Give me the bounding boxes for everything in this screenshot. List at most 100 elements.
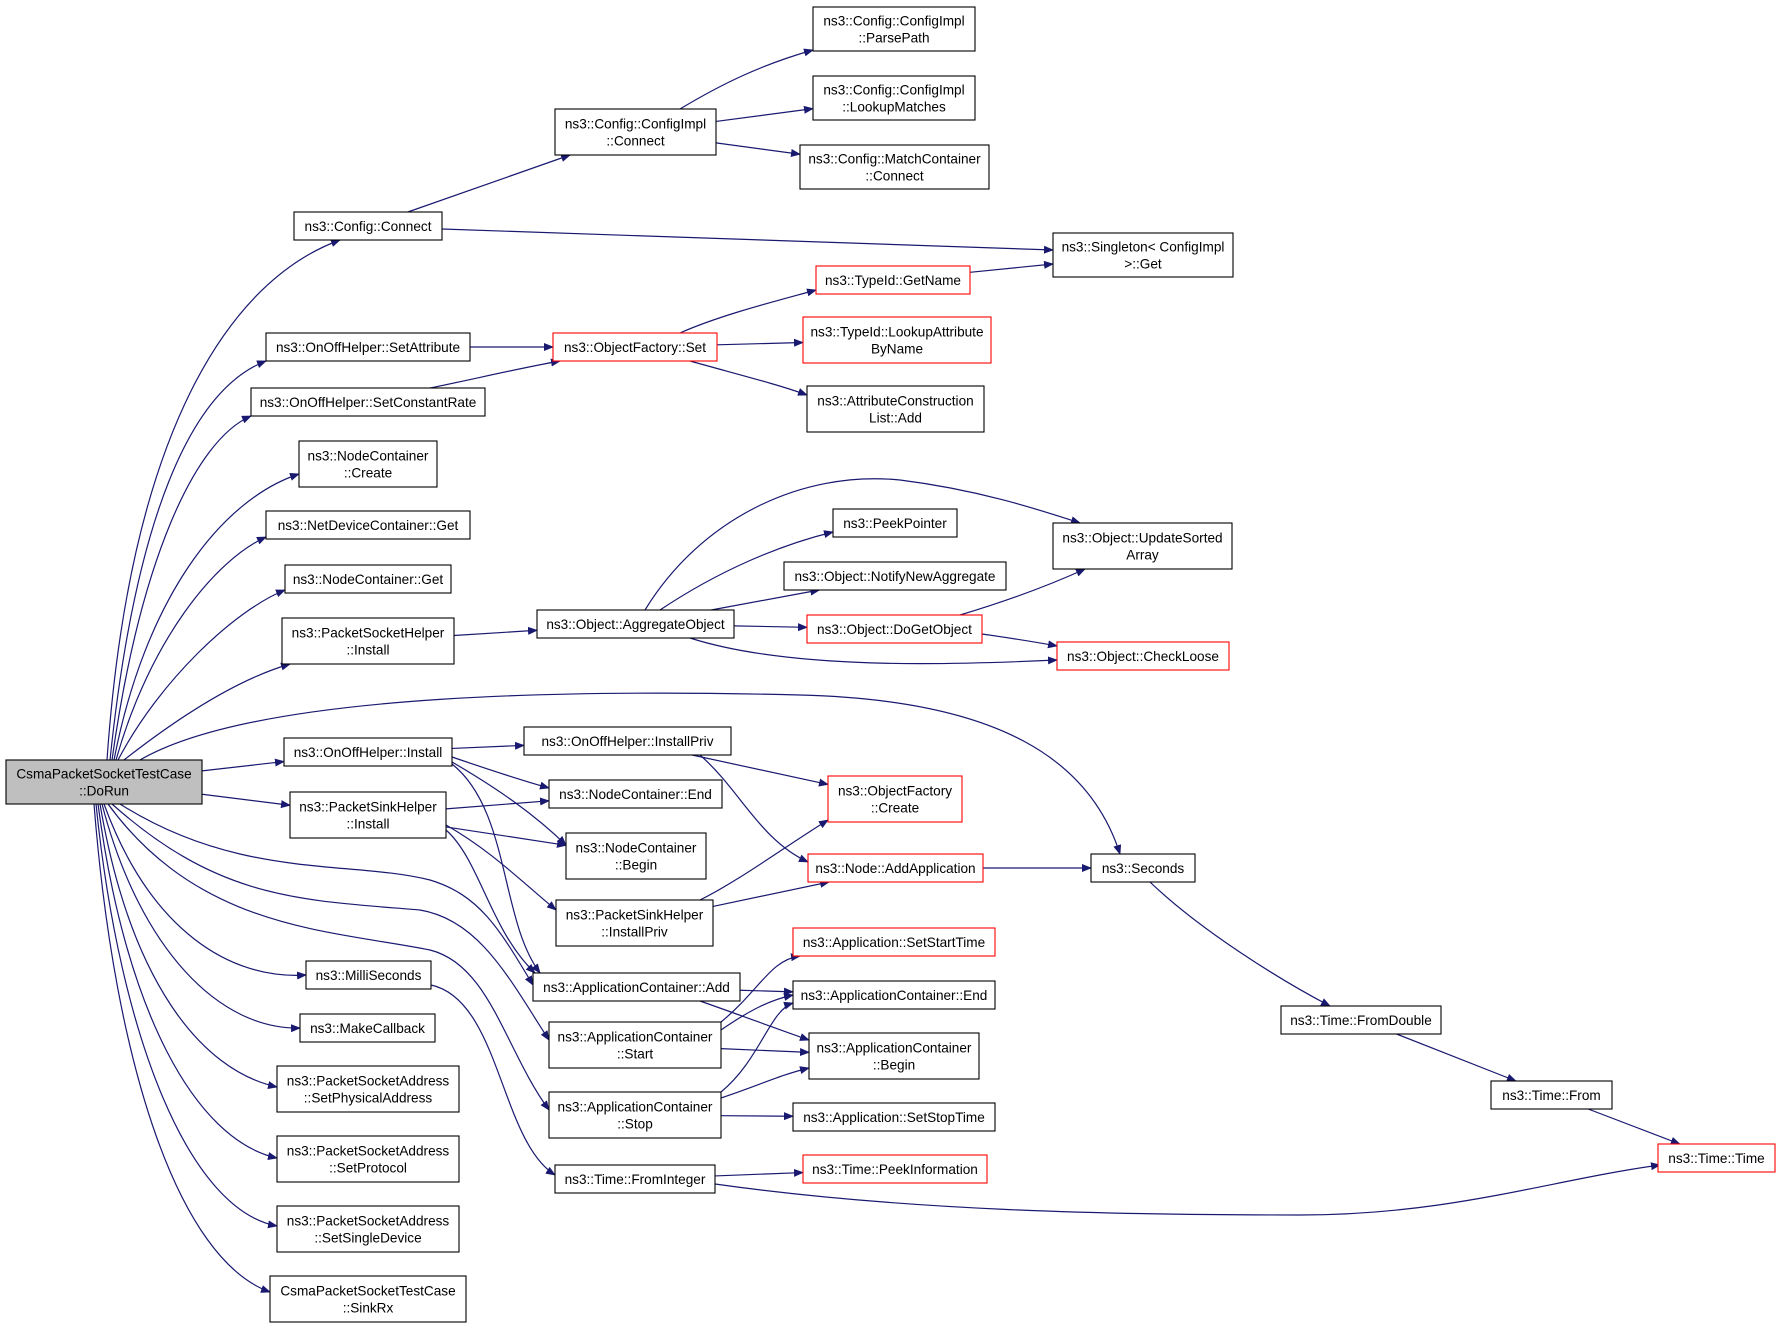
edge-root-to-makecallback	[101, 803, 301, 1033]
node-peekpointer[interactable]: ns3::PeekPointer	[832, 508, 958, 538]
node-label: ns3::PacketSinkHelper	[299, 800, 437, 815]
node-parsepath[interactable]: ns3::Config::ConfigImpl::ParsePath	[812, 6, 976, 52]
node-box	[812, 6, 976, 52]
node-root[interactable]: CsmaPacketSocketTestCase::DoRun	[5, 759, 203, 805]
node-box	[783, 561, 1007, 591]
node-label: ns3::PacketSocketAddress	[287, 1074, 450, 1089]
node-time-time[interactable]: ns3::Time::Time	[1657, 1143, 1776, 1173]
node-ndc-get[interactable]: ns3::NetDeviceContainer::Get	[265, 510, 471, 540]
node-label: ns3::NodeContainer::End	[559, 787, 712, 802]
node-lookupmatches[interactable]: ns3::Config::ConfigImpl::LookupMatches	[812, 75, 976, 121]
node-sink-install[interactable]: ns3::PacketSinkHelper::Install	[289, 791, 447, 839]
node-box	[554, 108, 717, 156]
node-label: ::SetSingleDevice	[314, 1231, 421, 1246]
node-setconstantrate[interactable]: ns3::OnOffHelper::SetConstantRate	[250, 387, 486, 417]
edge-ac_start-to-ac_begin	[720, 1048, 810, 1057]
node-typeid-getname[interactable]: ns3::TypeId::GetName	[815, 265, 971, 295]
node-psa-setsingle[interactable]: ns3::PacketSocketAddress::SetSingleDevic…	[276, 1205, 460, 1253]
node-label: ::SetPhysicalAddress	[304, 1091, 433, 1106]
node-nc-begin[interactable]: ns3::NodeContainer::Begin	[565, 832, 707, 880]
node-checkloose[interactable]: ns3::Object::CheckLoose	[1056, 641, 1230, 671]
node-box	[305, 960, 432, 990]
node-cfgimpl-connect[interactable]: ns3::Config::ConfigImpl::Connect	[554, 108, 717, 156]
node-box	[548, 1021, 722, 1069]
node-box	[827, 775, 963, 823]
node-label: ns3::Time::FromInteger	[565, 1172, 706, 1187]
edge-sink_install-to-nc_begin	[445, 826, 567, 848]
node-time-from[interactable]: ns3::Time::From	[1490, 1080, 1613, 1110]
node-app-setstop[interactable]: ns3::Application::SetStopTime	[792, 1102, 996, 1132]
node-box	[802, 316, 992, 364]
node-cfg-connect[interactable]: ns3::Config::Connect	[293, 211, 443, 241]
node-label: ns3::Object::UpdateSorted	[1062, 531, 1222, 546]
node-setattribute[interactable]: ns3::OnOffHelper::SetAttribute	[265, 332, 471, 362]
edge-sink_install-to-sink_installpriv	[445, 824, 557, 911]
node-psh-install[interactable]: ns3::PacketSocketHelper::Install	[281, 617, 455, 665]
node-label: ns3::PacketSocketAddress	[287, 1144, 450, 1159]
node-nc-create[interactable]: ns3::NodeContainer::Create	[298, 440, 438, 488]
node-node-addapp[interactable]: ns3::Node::AddApplication	[807, 853, 984, 883]
node-label: ns3::OnOffHelper::Install	[294, 745, 443, 760]
node-milliseconds[interactable]: ns3::MilliSeconds	[305, 960, 432, 990]
node-box	[812, 75, 976, 121]
node-ac-add[interactable]: ns3::ApplicationContainer::Add	[532, 972, 741, 1002]
node-box	[523, 726, 732, 756]
node-box	[269, 1275, 467, 1323]
call-edges	[93, 48, 1681, 1293]
node-box	[284, 564, 452, 594]
node-objfactory-set[interactable]: ns3::ObjectFactory::Set	[552, 332, 718, 362]
node-time-fromdouble[interactable]: ns3::Time::FromDouble	[1280, 1005, 1442, 1035]
node-time-peekinfo[interactable]: ns3::Time::PeekInformation	[802, 1154, 988, 1184]
node-sink-installpriv[interactable]: ns3::PacketSinkHelper::InstallPriv	[555, 899, 714, 947]
node-label: ns3::Singleton< ConfigImpl	[1062, 240, 1225, 255]
node-label: List::Add	[869, 411, 922, 426]
edge-sink_install-to-nc_end	[445, 797, 550, 810]
node-label: ns3::NetDeviceContainer::Get	[278, 518, 459, 533]
node-sinkrx[interactable]: CsmaPacketSocketTestCase::SinkRx	[269, 1275, 467, 1323]
node-label: ns3::PeekPointer	[843, 516, 947, 531]
edge-aggregate-to-notifynew	[711, 587, 821, 611]
node-dogetobject[interactable]: ns3::Object::DoGetObject	[806, 614, 983, 644]
node-ac-start[interactable]: ns3::ApplicationContainer::Start	[548, 1021, 722, 1069]
node-onoff-install[interactable]: ns3::OnOffHelper::Install	[283, 737, 453, 767]
node-time-fromint[interactable]: ns3::Time::FromInteger	[554, 1164, 716, 1194]
node-makecallback[interactable]: ns3::MakeCallback	[299, 1013, 436, 1043]
edge-root-to-sink_install	[201, 793, 291, 809]
node-ac-begin[interactable]: ns3::ApplicationContainer::Begin	[808, 1032, 980, 1080]
node-notifynew[interactable]: ns3::Object::NotifyNewAggregate	[783, 561, 1007, 591]
edge-root-to-milliseconds	[103, 803, 307, 980]
node-singleton[interactable]: ns3::Singleton< ConfigImpl>::Get	[1052, 232, 1234, 278]
node-ac-stop[interactable]: ns3::ApplicationContainer::Stop	[548, 1091, 722, 1139]
node-psa-setproto[interactable]: ns3::PacketSocketAddress::SetProtocol	[276, 1135, 460, 1183]
node-box	[799, 144, 990, 190]
node-label: ns3::AttributeConstruction	[817, 394, 973, 409]
edge-onoff_install-to-nc_begin	[451, 761, 567, 846]
node-label: ::LookupMatches	[842, 100, 946, 115]
node-box	[806, 385, 985, 433]
node-onoff-installpriv[interactable]: ns3::OnOffHelper::InstallPriv	[523, 726, 732, 756]
node-label: ns3::Object::DoGetObject	[817, 622, 972, 637]
node-label: ns3::ApplicationContainer	[558, 1030, 713, 1045]
node-nc-get[interactable]: ns3::NodeContainer::Get	[284, 564, 452, 594]
edge-root-to-seconds	[139, 692, 1122, 855]
node-box	[283, 737, 453, 767]
node-app-setstart[interactable]: ns3::Application::SetStartTime	[792, 927, 996, 957]
node-objfactory-create[interactable]: ns3::ObjectFactory::Create	[827, 775, 963, 823]
node-nc-end[interactable]: ns3::NodeContainer::End	[548, 779, 723, 809]
node-matchcontainer[interactable]: ns3::Config::MatchContainer::Connect	[799, 144, 990, 190]
node-seconds[interactable]: ns3::Seconds	[1090, 853, 1196, 883]
edge-sink_installpriv-to-node_addapp	[712, 879, 831, 908]
node-label: ns3::Config::Connect	[305, 219, 432, 234]
node-psa-setphys[interactable]: ns3::PacketSocketAddress::SetPhysicalAdd…	[276, 1065, 460, 1113]
node-box	[298, 440, 438, 488]
node-label: ns3::Time::Time	[1668, 1151, 1764, 1166]
node-aggregate[interactable]: ns3::Object::AggregateObject	[536, 609, 735, 639]
edge-psh_install-to-aggregate	[453, 626, 538, 637]
node-label: ns3::PacketSocketAddress	[287, 1214, 450, 1229]
node-label: ::Create	[871, 801, 919, 816]
node-ac-end[interactable]: ns3::ApplicationContainer::End	[792, 980, 996, 1010]
